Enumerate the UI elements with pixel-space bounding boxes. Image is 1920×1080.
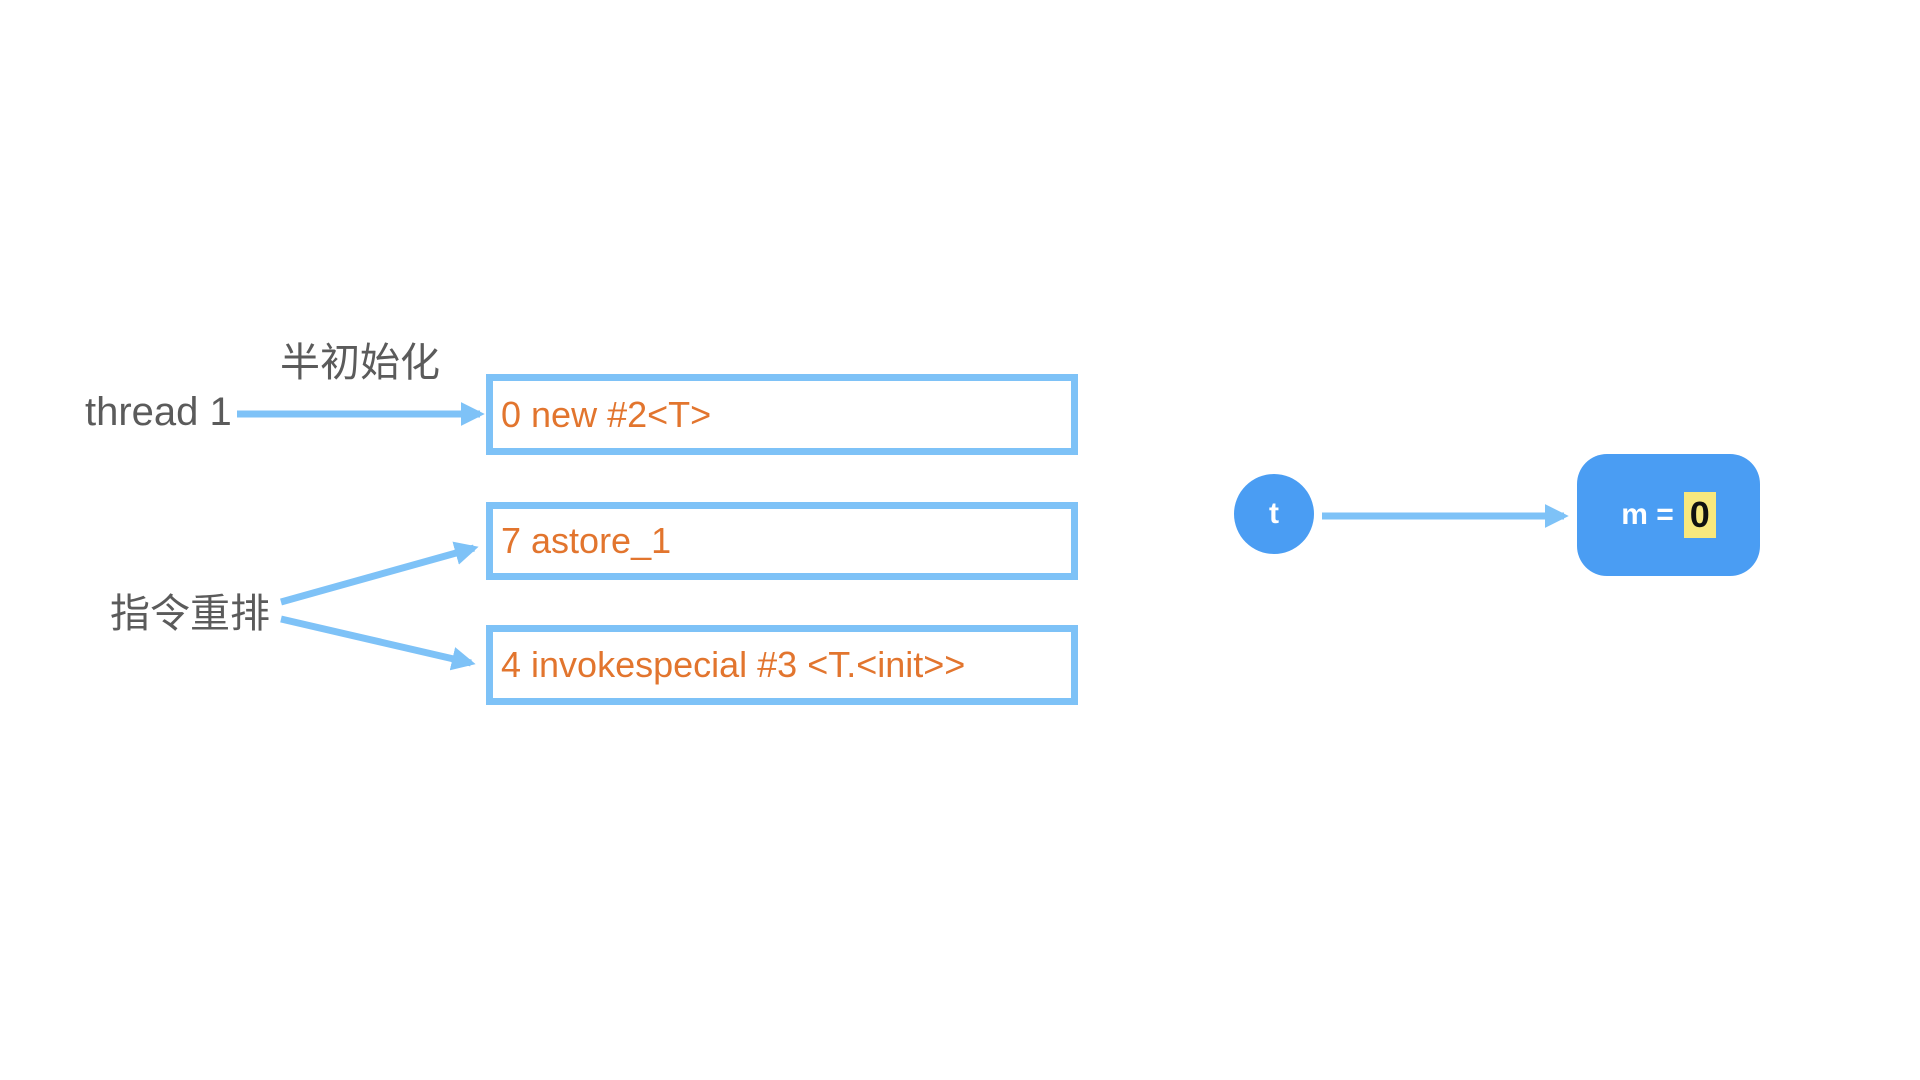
memory-node: m = 0: [1577, 454, 1760, 576]
instruction-box-invokespecial: 4 invokespecial #3 <T.<init>>: [486, 625, 1078, 705]
thread-node: t: [1234, 474, 1314, 554]
memory-value: 0: [1683, 492, 1716, 538]
instruction-text-new: 0 new #2<T>: [501, 393, 712, 435]
half-init-label: 半初始化: [280, 341, 440, 385]
reorder-arrow-bottom: [280, 615, 476, 671]
instruction-box-new: 0 new #2<T>: [486, 374, 1078, 455]
instruction-text-invokespecial: 4 invokespecial #3 <T.<init>>: [501, 644, 966, 685]
instruction-box-astore: 7 astore_1: [486, 502, 1078, 580]
reorder-arrow-top: [280, 541, 479, 606]
instruction-text-astore: 7 astore_1: [501, 520, 672, 561]
memory-var-label: m =: [1621, 498, 1674, 531]
thread1-label: thread 1: [85, 390, 232, 434]
thread-node-label: t: [1269, 497, 1279, 530]
reorder-label: 指令重排: [110, 592, 270, 636]
